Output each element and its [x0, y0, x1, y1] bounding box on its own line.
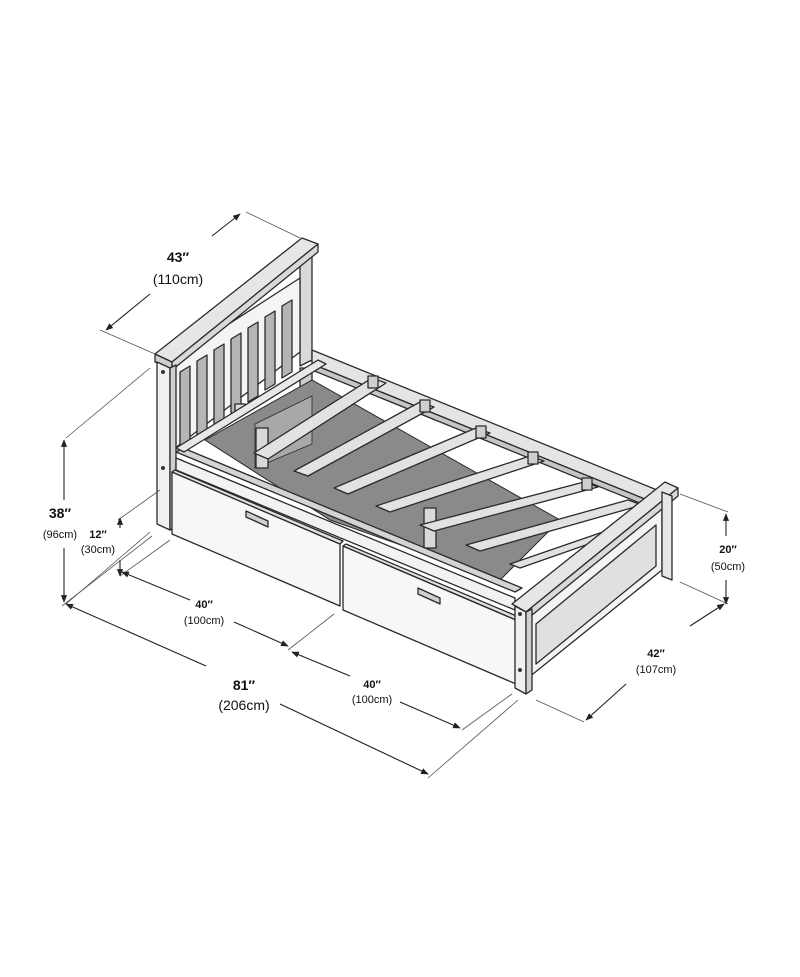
- post-bolt: [518, 668, 522, 672]
- headboard-width-line: [211, 213, 241, 237]
- slat-brackets: [367, 375, 593, 491]
- headboard-front-post: [156, 361, 171, 531]
- right-drawer-handle: [417, 587, 441, 605]
- dimension-lines: [60, 211, 730, 779]
- right-drawer-length-line: [291, 651, 351, 677]
- footboard-front-post: [514, 605, 527, 695]
- headboard-height-metric: (96cm): [43, 529, 77, 541]
- right-drawer-length-metric: (100cm): [352, 694, 392, 706]
- overall-length-imperial: 81″: [233, 677, 256, 693]
- post-bolt: [161, 466, 165, 470]
- left-drawer-length-metric: (100cm): [184, 615, 224, 627]
- headboard-width-metric: (110cm): [153, 271, 203, 287]
- overall-width-metric: (107cm): [636, 664, 676, 676]
- headboard-width-imperial: 43″: [167, 249, 190, 265]
- left-drawer-handle: [245, 510, 269, 528]
- footboard-height-imperial: 20″: [719, 544, 737, 556]
- overall-length-line: [65, 603, 207, 667]
- headboard-height-imperial: 38″: [49, 505, 72, 521]
- dimension-labels: 43″ (110cm) 38″ (96cm) 12″ (30cm) 40″ (1…: [43, 249, 745, 713]
- left-drawer-length-line: [121, 571, 191, 601]
- drawer-height-imperial: 12″: [89, 529, 107, 541]
- right-drawer-length-imperial: 40″: [363, 679, 381, 691]
- overall-width-line: [585, 683, 627, 721]
- overall-length-metric: (206cm): [218, 697, 269, 713]
- drawer-height-metric: (30cm): [81, 544, 115, 556]
- overall-width-imperial: 42″: [647, 648, 665, 660]
- footboard-height-metric: (50cm): [711, 561, 745, 573]
- headboard-rear-post: [299, 253, 313, 367]
- post-bolt: [518, 612, 522, 616]
- footboard-rear-post: [661, 491, 673, 581]
- head-cross-rail: [175, 359, 327, 453]
- post-bolt: [161, 370, 165, 374]
- left-drawer-length-imperial: 40″: [195, 599, 213, 611]
- bed-illustration: [154, 237, 679, 695]
